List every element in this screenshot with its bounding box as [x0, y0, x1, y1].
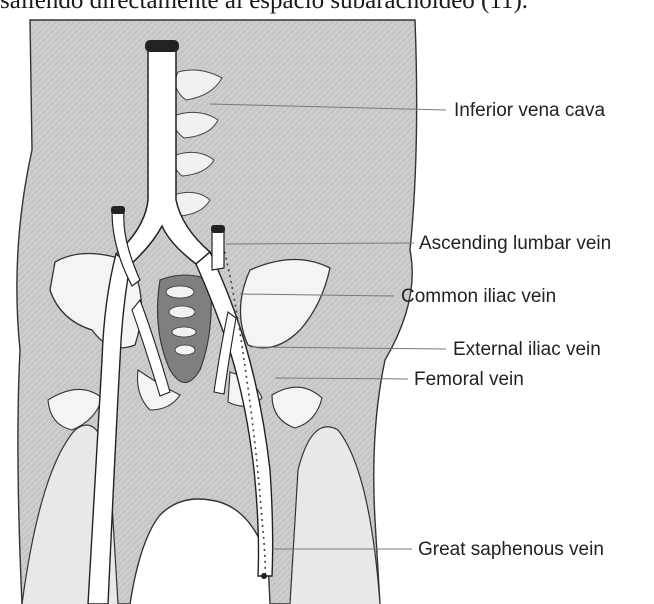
left-lumbar-cut-end — [111, 206, 125, 214]
label-great-saphenous-vein: Great saphenous vein — [418, 539, 604, 561]
ivc-cut-end — [145, 40, 179, 52]
label-common-iliac-vein: Common iliac vein — [401, 286, 556, 308]
right-ascending-lumbar-vein — [212, 230, 224, 270]
label-ascending-lumbar-vein: Ascending lumbar vein — [419, 233, 611, 255]
label-femoral-vein: Femoral vein — [414, 369, 524, 391]
saphenous-end — [261, 573, 267, 579]
label-inferior-vena-cava: Inferior vena cava — [454, 100, 605, 122]
right-lumbar-cut-end — [211, 225, 225, 233]
label-external-iliac-vein: External iliac vein — [453, 339, 601, 361]
